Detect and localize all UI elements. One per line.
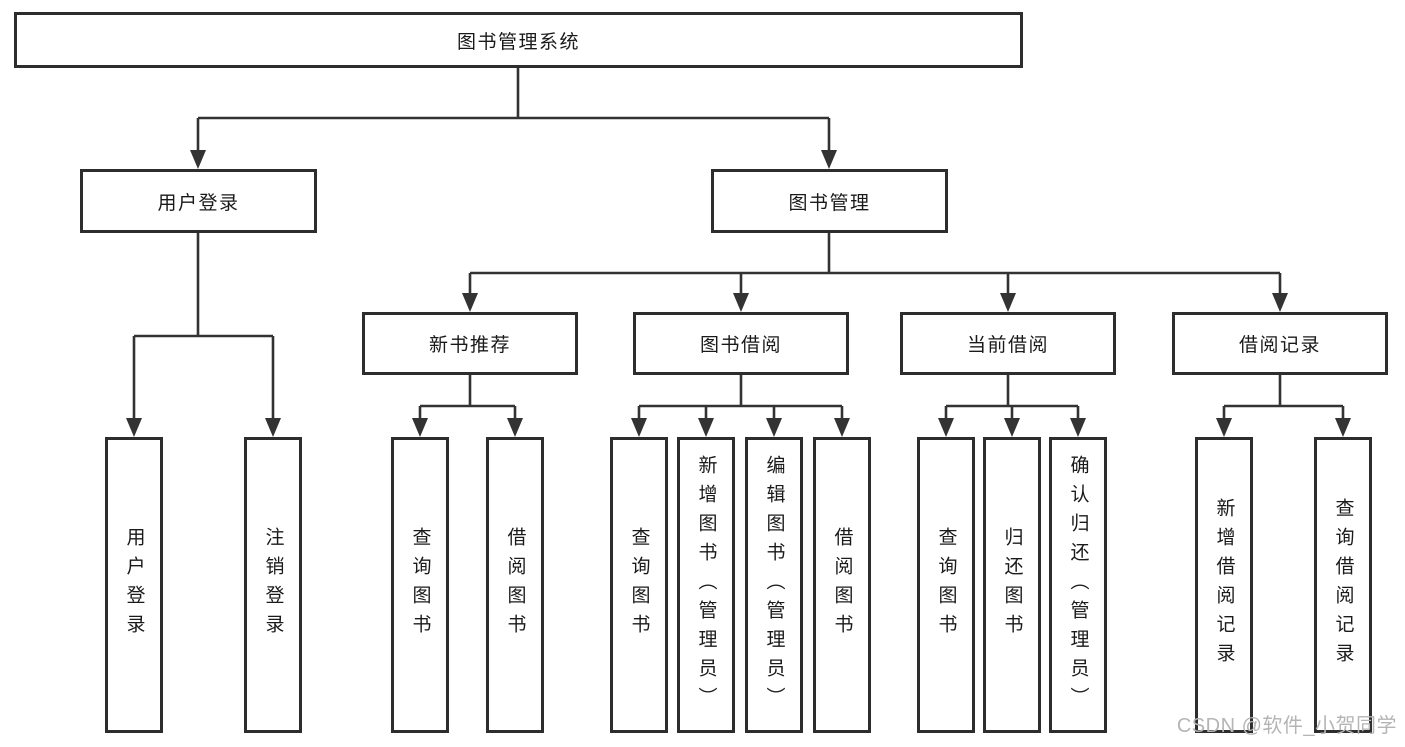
leaf-query-books-borrow: 查询图书 bbox=[610, 437, 668, 733]
leaf-add-borrow-record-label: 新增借阅记录 bbox=[1213, 498, 1235, 672]
csdn-watermark: CSDN @软件_小贺同学 bbox=[1176, 715, 1397, 737]
leaf-query-books-borrow-label: 查询图书 bbox=[628, 527, 650, 643]
arrowhead bbox=[631, 418, 647, 437]
leaf-query-books-recommend-label: 查询图书 bbox=[409, 527, 431, 643]
node-user-login-label: 用户登录 bbox=[157, 192, 240, 214]
edge-borrow-to-leaves bbox=[637, 375, 844, 420]
arrowhead bbox=[507, 418, 523, 437]
node-book-management: 图书管理 bbox=[711, 169, 948, 233]
arrowhead bbox=[265, 418, 281, 437]
arrowhead bbox=[462, 293, 478, 312]
leaf-logout: 注销登录 bbox=[244, 437, 302, 733]
leaf-borrow-books-recommend-label: 借阅图书 bbox=[504, 527, 526, 643]
leaf-query-books-current: 查询图书 bbox=[917, 437, 975, 733]
arrowhead bbox=[834, 418, 850, 437]
leaf-borrow-books: 借阅图书 bbox=[813, 437, 871, 733]
leaf-edit-book-admin: 编辑图书（管理员） bbox=[745, 437, 803, 733]
arrowhead bbox=[1000, 293, 1016, 312]
arrowhead bbox=[1004, 418, 1020, 437]
arrowhead bbox=[1216, 418, 1232, 437]
node-book-management-label: 图书管理 bbox=[788, 192, 871, 214]
edge-bookmgmt-to-level3 bbox=[468, 233, 1282, 295]
node-book-borrow-label: 图书借阅 bbox=[699, 335, 782, 356]
leaf-return-book: 归还图书 bbox=[983, 437, 1041, 733]
arrowhead bbox=[412, 418, 428, 437]
leaf-logout-label: 注销登录 bbox=[262, 527, 284, 643]
arrowhead bbox=[190, 150, 206, 169]
leaf-edit-book-admin-label: 编辑图书（管理员） bbox=[763, 454, 785, 716]
arrowhead bbox=[1272, 293, 1288, 312]
node-root: 图书管理系统 bbox=[14, 12, 1023, 68]
leaf-query-borrow-record: 查询借阅记录 bbox=[1314, 437, 1372, 733]
edge-userlogin-to-leaves bbox=[132, 233, 275, 420]
arrowhead bbox=[733, 293, 749, 312]
arrowhead bbox=[1335, 418, 1351, 437]
leaf-borrow-books-recommend: 借阅图书 bbox=[486, 437, 544, 733]
edge-newbook-to-leaves bbox=[418, 375, 517, 420]
leaf-add-borrow-record: 新增借阅记录 bbox=[1195, 437, 1253, 733]
leaf-add-book-admin-label: 新增图书（管理员） bbox=[695, 454, 717, 716]
node-root-label: 图书管理系统 bbox=[456, 31, 580, 53]
node-new-book-recommend-label: 新书推荐 bbox=[428, 335, 511, 356]
node-user-login: 用户登录 bbox=[80, 169, 317, 233]
edge-root-to-level2 bbox=[196, 68, 831, 152]
leaf-query-books-current-label: 查询图书 bbox=[935, 527, 957, 643]
node-current-borrow: 当前借阅 bbox=[900, 312, 1116, 375]
leaf-user-login: 用户登录 bbox=[105, 437, 163, 733]
edge-current-to-leaves bbox=[944, 375, 1080, 420]
edge-records-to-leaves bbox=[1222, 375, 1345, 420]
leaf-borrow-books-label: 借阅图书 bbox=[831, 527, 853, 643]
node-new-book-recommend: 新书推荐 bbox=[362, 312, 578, 375]
leaf-query-books-recommend: 查询图书 bbox=[391, 437, 449, 733]
arrowhead bbox=[698, 418, 714, 437]
arrowhead bbox=[766, 418, 782, 437]
arrowhead bbox=[821, 150, 837, 169]
leaf-query-borrow-record-label: 查询借阅记录 bbox=[1332, 498, 1354, 672]
leaf-add-book-admin: 新增图书（管理员） bbox=[677, 437, 735, 733]
node-borrow-records-label: 借阅记录 bbox=[1238, 335, 1321, 356]
arrowhead bbox=[938, 418, 954, 437]
leaf-confirm-return-admin-label: 确认归还（管理员） bbox=[1067, 454, 1089, 716]
node-borrow-records: 借阅记录 bbox=[1172, 312, 1388, 375]
node-book-borrow: 图书借阅 bbox=[633, 312, 849, 375]
leaf-user-login-label: 用户登录 bbox=[123, 527, 145, 643]
arrowhead bbox=[1070, 418, 1086, 437]
node-current-borrow-label: 当前借阅 bbox=[966, 335, 1049, 356]
leaf-confirm-return-admin: 确认归还（管理员） bbox=[1049, 437, 1107, 733]
arrowhead bbox=[126, 418, 142, 437]
leaf-return-book-label: 归还图书 bbox=[1001, 527, 1023, 643]
